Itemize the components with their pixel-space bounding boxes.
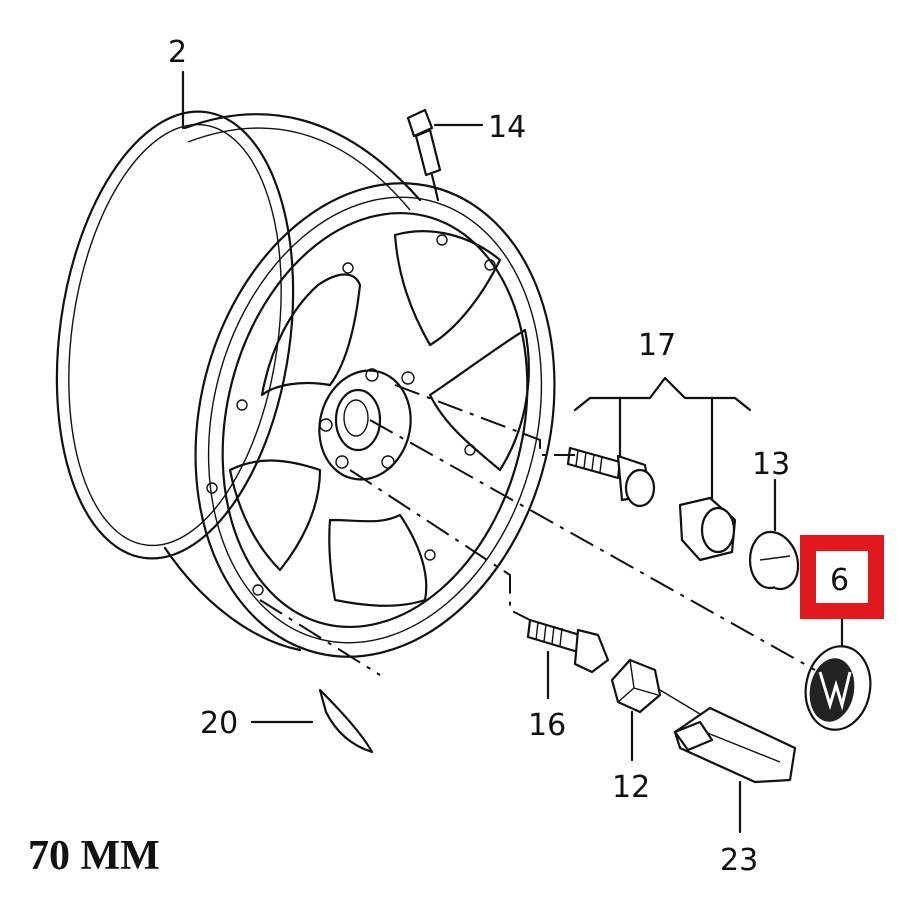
callout-17: 17 bbox=[638, 328, 676, 363]
callout-16: 16 bbox=[528, 708, 566, 743]
nut-12 bbox=[610, 658, 662, 714]
dash-line-cap bbox=[369, 419, 816, 671]
sticker-20 bbox=[318, 688, 374, 754]
wrench-23 bbox=[673, 706, 797, 784]
callout-23: 23 bbox=[720, 843, 758, 878]
callout-12: 12 bbox=[612, 770, 650, 805]
wheel-rim bbox=[55, 110, 556, 658]
center-cap bbox=[804, 645, 872, 731]
dash-line-16 bbox=[349, 469, 531, 621]
locking-nut bbox=[678, 496, 737, 562]
bolt-16 bbox=[526, 618, 610, 674]
valve-stem bbox=[406, 108, 442, 202]
cap-13 bbox=[748, 530, 800, 591]
locking-bolt bbox=[566, 446, 656, 508]
vw-logo-icon bbox=[818, 671, 852, 711]
callout-14: 14 bbox=[488, 110, 526, 145]
callout-13: 13 bbox=[752, 447, 790, 482]
size-caption: 70 MM bbox=[28, 833, 160, 879]
bracket-17 bbox=[573, 376, 752, 412]
callout-6: 6 bbox=[830, 563, 849, 598]
highlight-box-inner bbox=[816, 551, 868, 603]
callout-2: 2 bbox=[168, 35, 187, 70]
dash-line-20 bbox=[259, 599, 381, 676]
callout-20: 20 bbox=[200, 706, 238, 741]
dash-line-bolt bbox=[394, 384, 575, 456]
